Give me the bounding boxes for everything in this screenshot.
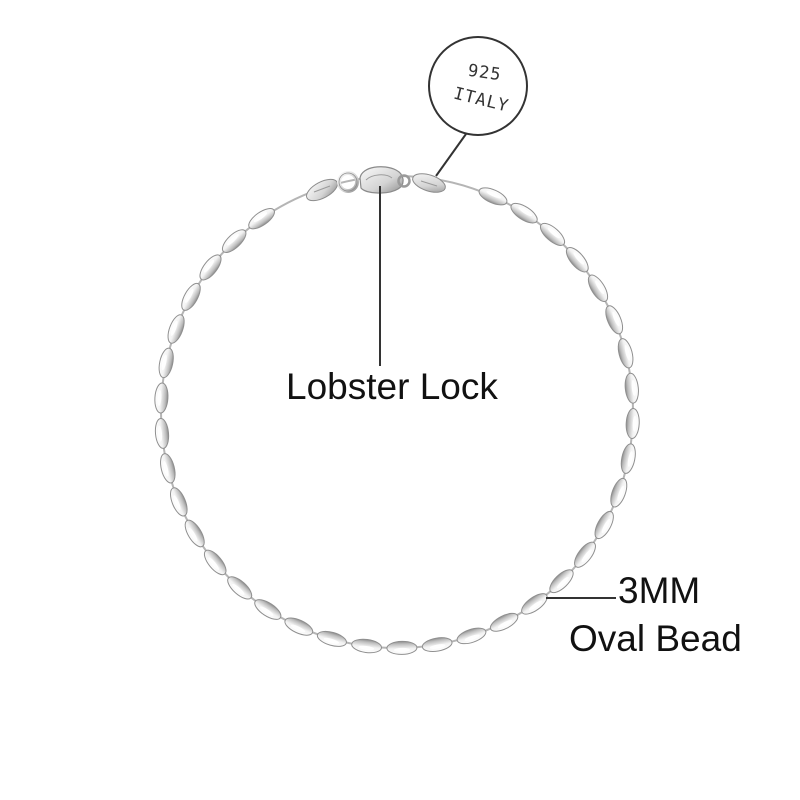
bead-highlight	[497, 620, 513, 629]
bead-highlight	[208, 557, 219, 570]
bead-highlight	[573, 252, 585, 265]
bead-highlight	[581, 549, 592, 563]
bead-highlight	[601, 518, 611, 534]
oval-bead	[489, 612, 519, 632]
bead-highlight	[612, 311, 620, 327]
left-end-cap	[306, 178, 338, 202]
bead-name-label: Oval Bead	[569, 618, 742, 659]
bead-highlight	[170, 320, 178, 336]
bead-highlight	[253, 212, 268, 222]
bead-highlight	[232, 583, 245, 595]
bead-highlight	[323, 637, 340, 644]
bead-highlight	[595, 280, 605, 295]
bead-highlight	[203, 259, 215, 273]
bead-highlight	[161, 354, 167, 371]
bead-highlight	[624, 345, 631, 361]
bead-highlight	[259, 606, 274, 616]
bead-highlight	[617, 485, 624, 501]
lobster-lock-label: Lobster Lock	[286, 366, 498, 407]
bead-highlight	[157, 389, 162, 406]
bead-highlight	[528, 600, 543, 611]
stamp-line-1: 925	[467, 61, 503, 85]
bead-highlight	[464, 634, 480, 641]
bead-highlight	[547, 227, 560, 239]
right-end-cap	[412, 173, 446, 193]
bead-highlight	[290, 624, 306, 633]
bead-highlight	[157, 425, 163, 442]
lobster-clasp-icon	[359, 166, 411, 194]
bead-highlight	[627, 451, 633, 467]
bead-highlight	[184, 288, 194, 303]
bead-highlight	[632, 415, 637, 432]
oval-bead-chain	[154, 187, 640, 655]
bead-highlight	[556, 576, 569, 589]
bead-size-label: 3MM	[618, 570, 701, 611]
stamp-leader	[435, 133, 467, 177]
hallmark-stamp-icon: 925 ITALY	[428, 36, 528, 136]
bead-highlight	[518, 206, 533, 217]
bead-highlight	[358, 645, 375, 651]
bead-highlight	[188, 527, 198, 542]
bead-highlight	[429, 644, 446, 649]
bead-highlight	[173, 495, 181, 511]
bead-highlight	[393, 647, 410, 652]
bead-highlight	[631, 380, 636, 396]
bead-highlight	[163, 460, 169, 477]
bead-highlight	[486, 190, 502, 199]
bead-highlight	[226, 233, 239, 246]
